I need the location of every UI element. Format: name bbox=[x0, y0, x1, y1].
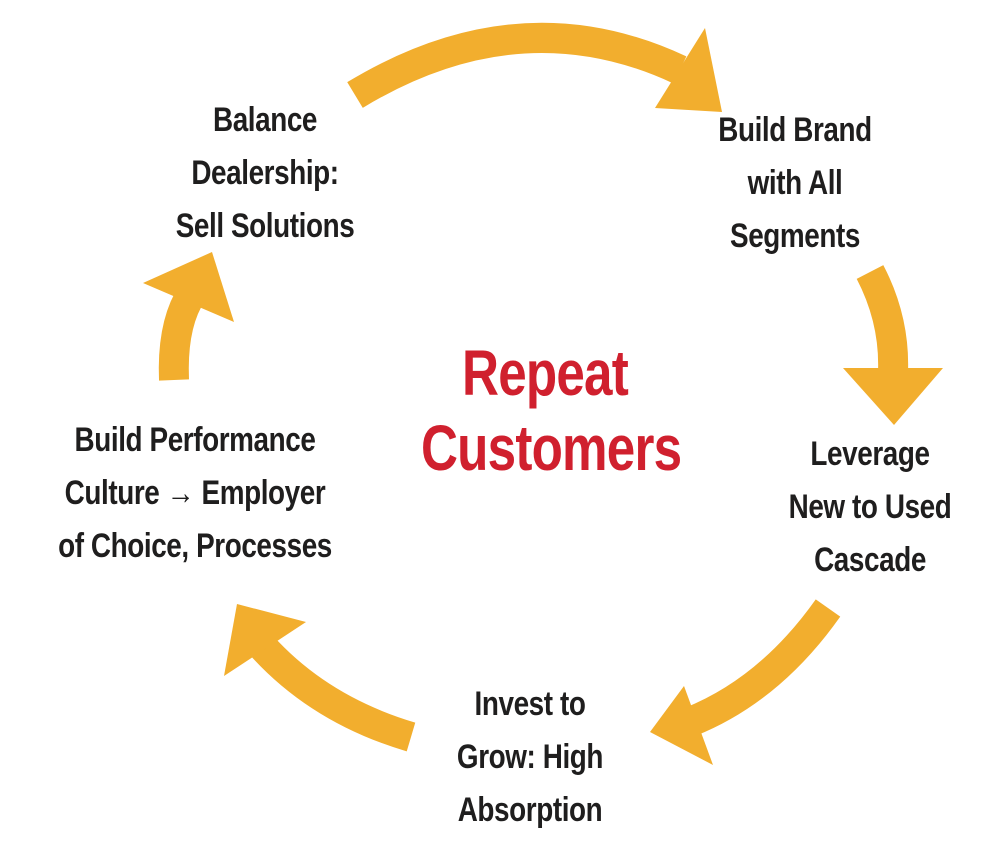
step-line: with All bbox=[747, 164, 843, 202]
step-balance-dealership: Balance Dealership: Sell Solutions bbox=[154, 94, 375, 253]
arrow-invest-to-performance-head-icon bbox=[224, 604, 306, 676]
arrow-brand-to-leverage-head-icon bbox=[843, 368, 943, 425]
step-line: New to Used bbox=[788, 488, 952, 526]
step-line: Grow: High bbox=[456, 738, 604, 776]
center-title-line-1: Repeat bbox=[462, 337, 629, 409]
step-line: Build Performance bbox=[74, 421, 316, 459]
step-line: Absorption bbox=[457, 791, 603, 829]
step-line: Balance bbox=[212, 101, 318, 139]
arrow-balance-to-brand-shaft bbox=[347, 22, 687, 108]
center-title: Repeat Customers bbox=[421, 336, 682, 486]
step-line: Segments bbox=[730, 217, 860, 255]
step-build-brand: Build Brand with All Segments bbox=[693, 104, 898, 263]
step-line: Build Brand bbox=[718, 111, 872, 149]
arrow-leverage-to-invest-shaft bbox=[684, 599, 841, 736]
step-line: Sell Solutions bbox=[175, 207, 355, 245]
arrow-performance-to-balance-head-icon bbox=[143, 252, 234, 322]
center-title-line-2: Customers bbox=[421, 412, 682, 484]
step-line: Leverage bbox=[810, 435, 930, 473]
arrow-performance-to-balance-shaft bbox=[158, 292, 202, 381]
step-build-performance-culture: Build Performance Culture → Employer of … bbox=[35, 414, 355, 573]
arrow-leverage-to-invest-head-icon bbox=[650, 686, 713, 765]
step-line: of Choice, Processes bbox=[58, 527, 332, 565]
step-line: Culture → Employer bbox=[64, 474, 326, 512]
arrow-balance-to-brand-head-icon bbox=[655, 28, 722, 112]
step-line: Dealership: bbox=[191, 154, 339, 192]
step-leverage-cascade: Leverage New to Used Cascade bbox=[763, 428, 976, 587]
arrow-invest-to-performance-shaft bbox=[250, 635, 416, 752]
arrow-brand-to-leverage-shaft bbox=[856, 265, 909, 373]
step-invest-to-grow: Invest to Grow: High Absorption bbox=[432, 678, 629, 837]
step-line: Cascade bbox=[814, 541, 926, 579]
step-line: Invest to bbox=[474, 685, 586, 723]
